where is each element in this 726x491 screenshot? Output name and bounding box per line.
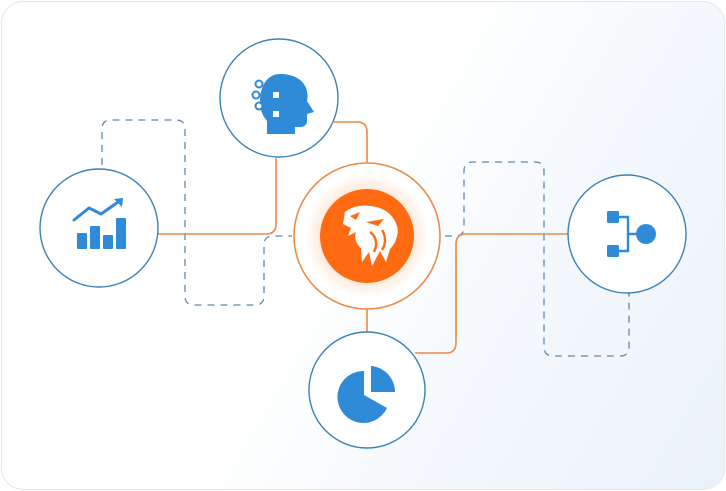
connectors — [158, 121, 568, 354]
node-bottom[interactable] — [308, 331, 426, 449]
dashed-box-left-top — [101, 119, 292, 306]
node-center[interactable] — [293, 162, 441, 310]
node-right[interactable] — [567, 174, 687, 294]
tiger-logo-icon — [343, 205, 398, 266]
dashed-decorations — [101, 119, 630, 357]
connector-left-top — [158, 158, 277, 235]
connector-top-center — [334, 121, 368, 164]
pie-chart-icon — [337, 366, 396, 423]
node-top[interactable] — [219, 38, 339, 158]
hierarchy-flow-icon — [607, 211, 656, 257]
node-left[interactable] — [39, 168, 159, 288]
bar-chart-growth-icon — [72, 198, 126, 249]
connector-right-bottom — [415, 233, 568, 354]
dashed-box-right-top — [445, 161, 630, 357]
ai-head-icon — [251, 74, 314, 134]
